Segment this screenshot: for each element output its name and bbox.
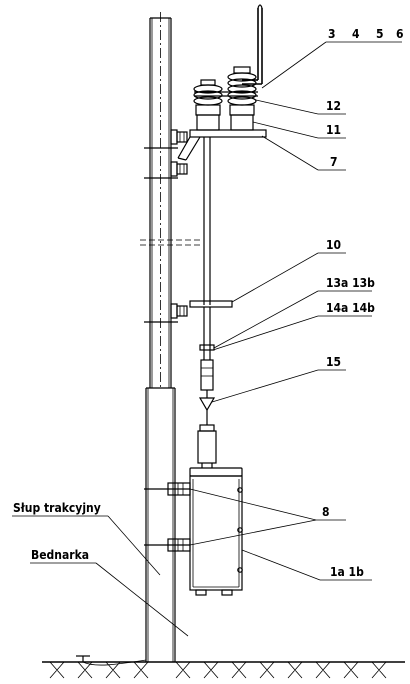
label-7: 7 bbox=[330, 155, 338, 169]
pole-clamps bbox=[144, 129, 191, 552]
label-1: 1a 1b bbox=[330, 565, 364, 579]
leader-lines bbox=[12, 41, 402, 637]
labels: 3 4 5 6 12 11 7 10 13a 13b 14a 14b 15 8 … bbox=[13, 27, 404, 579]
traction-pole bbox=[140, 12, 200, 662]
label-6: 6 bbox=[396, 27, 404, 41]
label-12: 12 bbox=[326, 99, 341, 113]
ground bbox=[42, 655, 405, 679]
label-5: 5 bbox=[376, 27, 384, 41]
label-15: 15 bbox=[326, 355, 341, 369]
insulators bbox=[193, 66, 258, 131]
top-conductor bbox=[242, 4, 263, 85]
switch-cabinet bbox=[189, 467, 243, 596]
label-4: 4 bbox=[352, 27, 360, 41]
label-13: 13a 13b bbox=[326, 276, 375, 290]
drop-cable bbox=[189, 137, 233, 468]
label-14: 14a 14b bbox=[326, 301, 375, 315]
label-8: 8 bbox=[322, 505, 330, 519]
label-tape: Bednarka bbox=[31, 548, 89, 562]
label-11: 11 bbox=[326, 123, 341, 137]
label-pole: Słup trakcyjny bbox=[13, 501, 101, 515]
label-3: 3 bbox=[328, 27, 336, 41]
crossarm-platform bbox=[177, 129, 267, 161]
label-10: 10 bbox=[326, 238, 341, 252]
